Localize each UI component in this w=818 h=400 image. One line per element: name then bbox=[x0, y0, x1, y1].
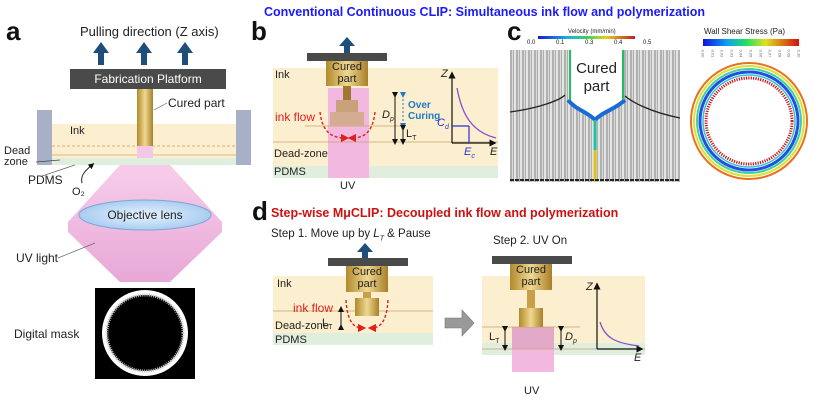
velocity-colorbar-title: Velocity (mm/min) bbox=[568, 29, 616, 35]
uv-label: UV bbox=[524, 385, 540, 397]
panel-c-label: c bbox=[507, 16, 522, 46]
graph-cd-label: Cd bbox=[437, 117, 449, 132]
ink-label: Ink bbox=[277, 278, 292, 290]
lt-label: LT bbox=[322, 317, 333, 332]
graph-z-label: Z bbox=[586, 281, 593, 293]
pdms-label: PDMS bbox=[28, 173, 63, 187]
cured-part-label-2: part bbox=[337, 73, 357, 85]
cured-layer bbox=[512, 327, 554, 349]
graph-ec-label: Ec bbox=[464, 146, 475, 161]
pdms-layer bbox=[52, 158, 236, 165]
ink-region bbox=[273, 68, 498, 166]
over-curing-label-2: Curing bbox=[408, 111, 441, 122]
dp-label: Dp bbox=[382, 109, 394, 124]
ink-flow-label: ink flow bbox=[293, 301, 334, 315]
shear-colorbar-title: Wall Shear Stress (Pa) bbox=[704, 27, 786, 36]
vat-wall-left bbox=[37, 110, 52, 165]
lt-label: LT bbox=[489, 331, 500, 346]
lt-label: LT bbox=[406, 128, 417, 143]
digital-mask-label: Digital mask bbox=[14, 327, 80, 341]
flow-simulation-image bbox=[509, 50, 681, 182]
ink-label: Ink bbox=[70, 125, 85, 137]
panel-a-label: a bbox=[6, 16, 21, 46]
velocity-tick-label: 0.5 bbox=[643, 40, 652, 46]
cured-part-label-2: part bbox=[357, 278, 377, 290]
fabrication-platform bbox=[70, 69, 226, 89]
pdms-label: PDMS bbox=[274, 166, 306, 178]
cured-part-label-2: part bbox=[583, 78, 610, 95]
platform-label: Fabrication Platform bbox=[94, 72, 202, 86]
up-arrow-icon bbox=[357, 243, 373, 258]
cured-part-block bbox=[326, 61, 368, 86]
platform bbox=[307, 53, 387, 61]
dead-zone-region bbox=[273, 311, 433, 333]
cured-part-label-2: part bbox=[521, 276, 541, 288]
cure-depth-curve bbox=[599, 321, 640, 347]
cured-part-block bbox=[510, 264, 552, 290]
dp-label: Dp bbox=[565, 331, 577, 346]
velocity-tick-label: 0.1 bbox=[556, 40, 565, 46]
up-arrow-icon bbox=[177, 42, 193, 65]
wall-shear-ring bbox=[690, 62, 808, 180]
up-arrow-icon bbox=[93, 42, 109, 65]
up-arrow-icon bbox=[136, 42, 152, 65]
panel-b-label: b bbox=[251, 16, 267, 46]
up-arrow-icon bbox=[339, 37, 355, 53]
dead-zone-label-1: Dead bbox=[4, 145, 31, 157]
step1-label: Step 1. Move up by LT & Pause bbox=[271, 228, 431, 243]
graph-e-label: E bbox=[490, 146, 498, 158]
digital-mask-image bbox=[95, 288, 195, 379]
panel-d-label: d bbox=[252, 196, 268, 226]
dead-zone-label: Dead-zone bbox=[274, 148, 328, 160]
platform bbox=[492, 256, 572, 264]
ink-region bbox=[482, 276, 645, 344]
graph-e-label: E bbox=[634, 352, 642, 364]
pdms-label: PDMS bbox=[275, 334, 307, 346]
cured-part-label-1: Cured bbox=[516, 264, 546, 276]
cured-part-label-1: Cured bbox=[332, 61, 362, 73]
cured-part-label: Cured part bbox=[168, 96, 225, 110]
over-curing-label-1: Over bbox=[408, 100, 431, 111]
panel-b-title: Conventional Continuous CLIP: Simultaneo… bbox=[264, 5, 705, 19]
velocity-colorbar bbox=[538, 36, 635, 39]
pulling-arrows bbox=[93, 42, 193, 65]
uv-label: UV bbox=[340, 180, 356, 192]
platform bbox=[328, 258, 408, 266]
pdms-layer bbox=[273, 333, 433, 345]
vat-wall-right bbox=[236, 110, 251, 165]
cure-depth-curve bbox=[456, 87, 497, 139]
velocity-tick-label: 0.4 bbox=[614, 40, 623, 46]
cured-part-label-1: Cured bbox=[576, 60, 617, 77]
step2-label: Step 2. UV On bbox=[493, 235, 568, 247]
dead-zone-label-2: zone bbox=[4, 156, 28, 168]
ink-label: Ink bbox=[275, 69, 290, 81]
velocity-colorbar-ticks: 0.0 0.1 0.3 0.4 0.5 bbox=[527, 40, 651, 48]
shear-colorbar bbox=[703, 39, 799, 46]
objective-lens-label: Objective lens bbox=[107, 208, 183, 222]
ink-flow-label: ink flow bbox=[275, 110, 316, 124]
cured-part-rod bbox=[137, 89, 153, 146]
cured-part-block bbox=[346, 266, 388, 292]
graph-z-label: Z bbox=[441, 68, 448, 80]
next-step-arrow-icon bbox=[444, 309, 475, 337]
pulling-direction-label: Pulling direction (Z axis) bbox=[80, 24, 219, 39]
objective-lens bbox=[78, 199, 212, 231]
o2-label: O₂ bbox=[72, 186, 85, 198]
cured-part-label-1: Cured bbox=[352, 266, 382, 278]
velocity-tick-label: 0.0 bbox=[527, 40, 536, 46]
dead-zone-label: Dead-zone bbox=[275, 320, 329, 332]
velocity-tick-label: 0.3 bbox=[585, 40, 594, 46]
panel-d-title: Step-wise MμCLIP: Decoupled ink flow and… bbox=[271, 206, 619, 220]
uv-light-label: UV light bbox=[16, 251, 59, 265]
